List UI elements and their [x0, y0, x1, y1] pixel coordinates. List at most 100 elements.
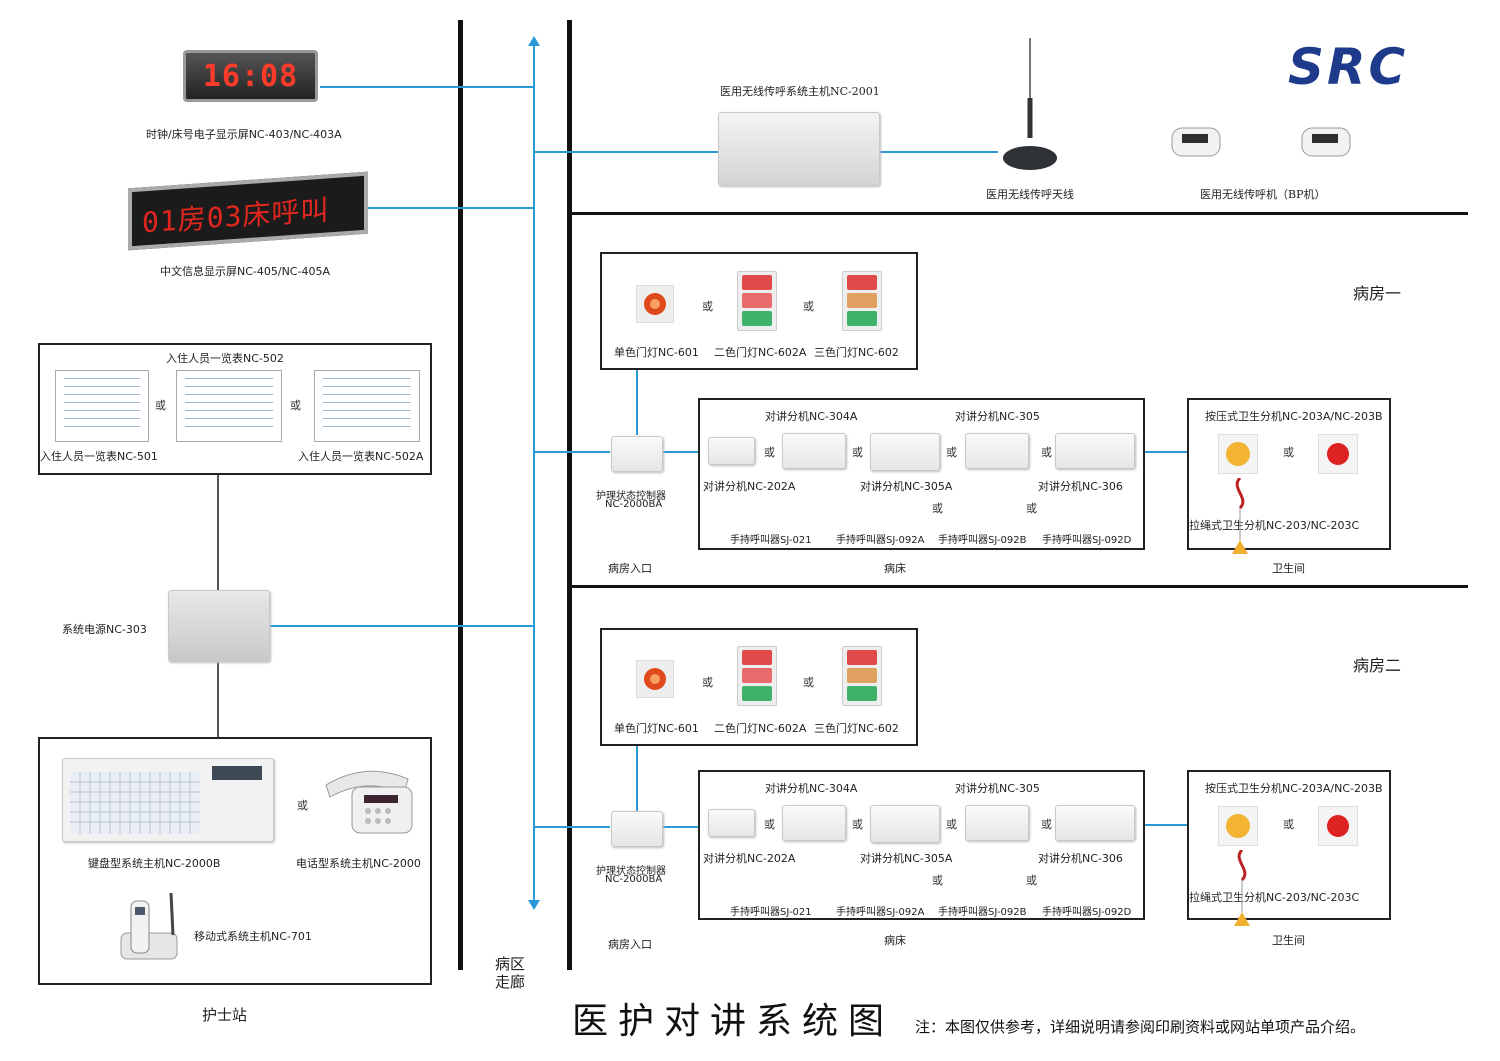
- src-logo: SRC: [1288, 38, 1409, 96]
- nc304a-unit: [782, 805, 846, 841]
- bath-label: 卫生间: [1272, 562, 1305, 575]
- roster-501-label: 入住人员一览表NC-501: [40, 450, 158, 463]
- or-label: 或: [1041, 446, 1052, 459]
- nc202a-unit: [708, 809, 755, 837]
- diagram-title: 医护对讲系统图: [572, 1001, 895, 1042]
- pull-cord-icon: [1234, 850, 1250, 926]
- nc305-label: 对讲分机NC-305: [955, 410, 1040, 423]
- link-roster-power: [217, 474, 219, 590]
- nc305-unit: [965, 433, 1029, 469]
- ward1-title: 病房一: [1353, 284, 1402, 303]
- link-power: [268, 625, 533, 627]
- clock-label: 时钟/床号电子显示屏NC-403/NC-403A: [146, 128, 342, 141]
- or-label: 或: [1026, 502, 1037, 515]
- sj092d-label: 手持呼叫器SJ-092D: [1042, 907, 1132, 918]
- nc305a-unit: [870, 805, 940, 843]
- pull-bath-label: 拉绳式卫生分机NC-203/NC-203C: [1189, 519, 1360, 532]
- sj021-label: 手持呼叫器SJ-021: [730, 907, 812, 918]
- nc306-label: 对讲分机NC-306: [1038, 852, 1123, 865]
- sj021-label: 手持呼叫器SJ-021: [730, 535, 812, 546]
- keyboard-host-label: 键盘型系统主机NC-2000B: [88, 857, 221, 870]
- single-lamp-icon: [636, 660, 674, 698]
- or-label: 或: [297, 799, 308, 812]
- nc304a-unit: [782, 433, 846, 469]
- link-bed2: [662, 826, 700, 828]
- controller-label: 护理状态控制器: [596, 866, 666, 877]
- led-text: 01房03床呼叫: [142, 193, 330, 240]
- antenna-icon: [1003, 38, 1057, 170]
- roster-top-label: 入住人员一览表NC-502: [166, 352, 284, 365]
- link-wireless-host: [535, 151, 718, 153]
- roster-panel-502a: [314, 370, 420, 442]
- link-led: [368, 207, 533, 209]
- bus-arrow-up-icon: [528, 36, 540, 46]
- entrance-label: 病房入口: [608, 938, 652, 951]
- nc306-label: 对讲分机NC-306: [1038, 480, 1123, 493]
- lamp1-label: 单色门灯NC-601: [614, 722, 699, 735]
- nc202a-unit: [708, 437, 755, 465]
- ward1-controller: [611, 436, 663, 472]
- roster-502a-label: 入住人员一览表NC-502A: [298, 450, 424, 463]
- or-label: 或: [1041, 818, 1052, 831]
- signal-bus: [533, 44, 535, 904]
- or-label: 或: [803, 676, 814, 689]
- pager-label: 医用无线传呼机（BP机）: [1200, 188, 1326, 201]
- lamp1-label: 单色门灯NC-601: [614, 346, 699, 359]
- push-bath-unit-b-icon: [1318, 434, 1358, 474]
- sj092b-label: 手持呼叫器SJ-092B: [938, 907, 1027, 918]
- ward1-bath-box: [1187, 398, 1391, 550]
- lamp2-label: 二色门灯NC-602A: [714, 722, 807, 735]
- nc305-unit: [965, 805, 1029, 841]
- bus-arrow-down-icon: [528, 900, 540, 910]
- nurse-station-label: 护士站: [202, 1006, 248, 1024]
- nc304a-label: 对讲分机NC-304A: [765, 410, 858, 423]
- sj092a-label: 手持呼叫器SJ-092A: [836, 535, 925, 546]
- or-label: 或: [946, 446, 957, 459]
- or-label: 或: [803, 300, 814, 313]
- roster-panel-502: [176, 370, 282, 442]
- clock-display: 16:08: [183, 50, 318, 102]
- link-bath2: [1145, 824, 1188, 826]
- three-color-lamp: [842, 646, 882, 706]
- or-label: 或: [946, 818, 957, 831]
- controller-model: NC-2000BA: [605, 874, 663, 885]
- push-bath-unit-icon: [1218, 806, 1258, 846]
- or-label: 或: [702, 676, 713, 689]
- ward1-bed-box: [698, 398, 1145, 550]
- power-supply: [168, 590, 270, 662]
- lamp3-label: 三色门灯NC-602: [814, 346, 899, 359]
- sj092d-label: 手持呼叫器SJ-092D: [1042, 535, 1132, 546]
- or-label: 或: [1026, 874, 1037, 887]
- power-label: 系统电源NC-303: [62, 623, 147, 636]
- sj092a-label: 手持呼叫器SJ-092A: [836, 907, 925, 918]
- pager-icon: [1171, 127, 1221, 157]
- divider-ward: [570, 585, 1468, 588]
- phone-host-icon: [325, 770, 413, 834]
- or-label: 或: [764, 818, 775, 831]
- corridor-bus-right: [567, 20, 572, 970]
- nc305a-unit: [870, 433, 940, 471]
- or-label: 或: [764, 446, 775, 459]
- link-clock: [320, 86, 533, 88]
- pull-cord-icon: [1232, 478, 1248, 554]
- divider-wireless: [570, 212, 1468, 215]
- nc304a-label: 对讲分机NC-304A: [765, 782, 858, 795]
- lamp3-label: 三色门灯NC-602: [814, 722, 899, 735]
- ward2-controller: [611, 811, 663, 847]
- push-bath-unit-b-icon: [1318, 806, 1358, 846]
- corridor-label: 病区走廊: [495, 955, 526, 991]
- sj092b-label: 手持呼叫器SJ-092B: [938, 535, 1027, 546]
- controller-label: 护理状态控制器: [596, 491, 666, 502]
- or-label: 或: [932, 874, 943, 887]
- or-label: 或: [932, 502, 943, 515]
- pager-icon: [1301, 127, 1351, 157]
- single-lamp-icon: [636, 285, 674, 323]
- link-bath1: [1145, 451, 1188, 453]
- nc305-label: 对讲分机NC-305: [955, 782, 1040, 795]
- phone-host-label: 电话型系统主机NC-2000: [296, 857, 421, 870]
- link-lamp2: [636, 745, 638, 811]
- led-label: 中文信息显示屏NC-405/NC-405A: [160, 265, 330, 278]
- push-bath-label: 按压式卫生分机NC-203A/NC-203B: [1205, 410, 1383, 423]
- bath-label: 卫生间: [1272, 934, 1305, 947]
- or-label: 或: [155, 399, 166, 412]
